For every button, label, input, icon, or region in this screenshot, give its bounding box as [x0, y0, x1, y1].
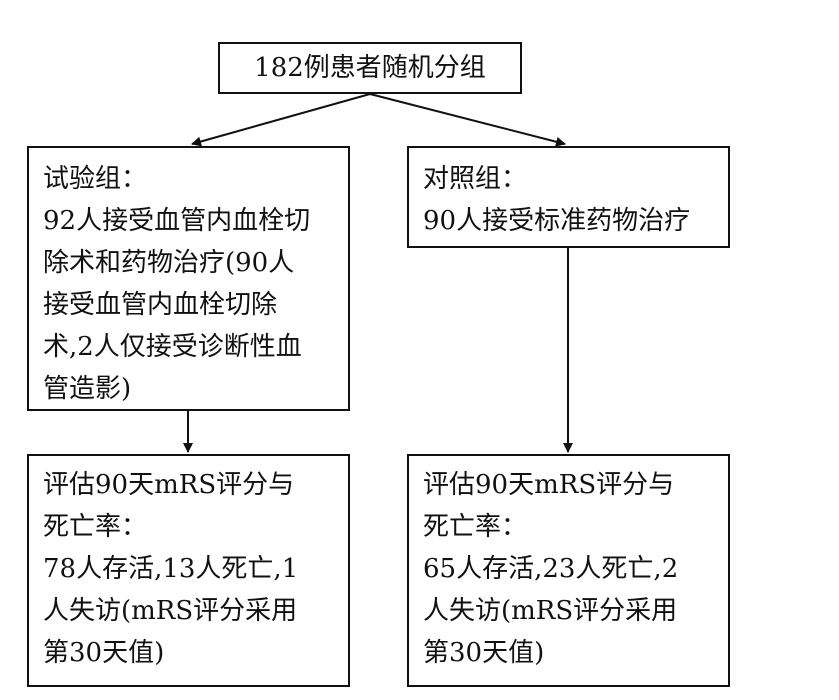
experimental-group-box: 试验组： 92人接受血管内血栓切 除术和药物治疗(90人 接受血管内血栓切除 术…	[27, 146, 350, 411]
experimental-line-3: 除术和药物治疗(90人	[43, 248, 295, 278]
control-outcome-line-4: 人失访(mRS评分采用	[423, 596, 678, 626]
experimental-outcome-line-2: 死亡率：	[43, 512, 148, 542]
experimental-outcome-line-4: 人失访(mRS评分采用	[43, 596, 298, 626]
experimental-line-5: 术,2人仅接受诊断性血	[43, 332, 302, 362]
experimental-line-6: 管造影)	[43, 374, 132, 404]
arrow-to-control	[369, 93, 566, 147]
control-outcome-box: 评估90天mRS评分与 死亡率： 65人存活,23人死亡,2 人失访(mRS评分…	[407, 454, 730, 687]
experimental-outcome-line-3: 78人存活,13人死亡,1	[43, 554, 299, 584]
randomization-title: 182例患者随机分组	[254, 53, 486, 83]
experimental-outcome-line-5: 第30天值)	[43, 638, 165, 668]
experimental-outcome-line-1: 评估90天mRS评分与	[43, 470, 295, 500]
control-outcome-line-1: 评估90天mRS评分与	[423, 470, 675, 500]
control-line-2: 90人接受标准药物治疗	[423, 206, 691, 236]
experimental-outcome-box: 评估90天mRS评分与 死亡率： 78人存活,13人死亡,1 人失访(mRS评分…	[27, 454, 350, 687]
experimental-line-1: 试验组：	[43, 164, 148, 194]
arrow-to-experimental	[191, 93, 371, 147]
control-outcome-line-2: 死亡率：	[423, 512, 528, 542]
experimental-line-2: 92人接受血管内血栓切	[43, 206, 311, 236]
control-outcome-line-5: 第30天值)	[423, 638, 545, 668]
control-group-box: 对照组： 90人接受标准药物治疗	[407, 146, 730, 248]
control-line-1: 对照组：	[423, 164, 528, 194]
randomization-box: 182例患者随机分组	[218, 42, 522, 94]
control-outcome-line-3: 65人存活,23人死亡,2	[423, 554, 679, 584]
experimental-line-4: 接受血管内血栓切除	[43, 290, 278, 320]
